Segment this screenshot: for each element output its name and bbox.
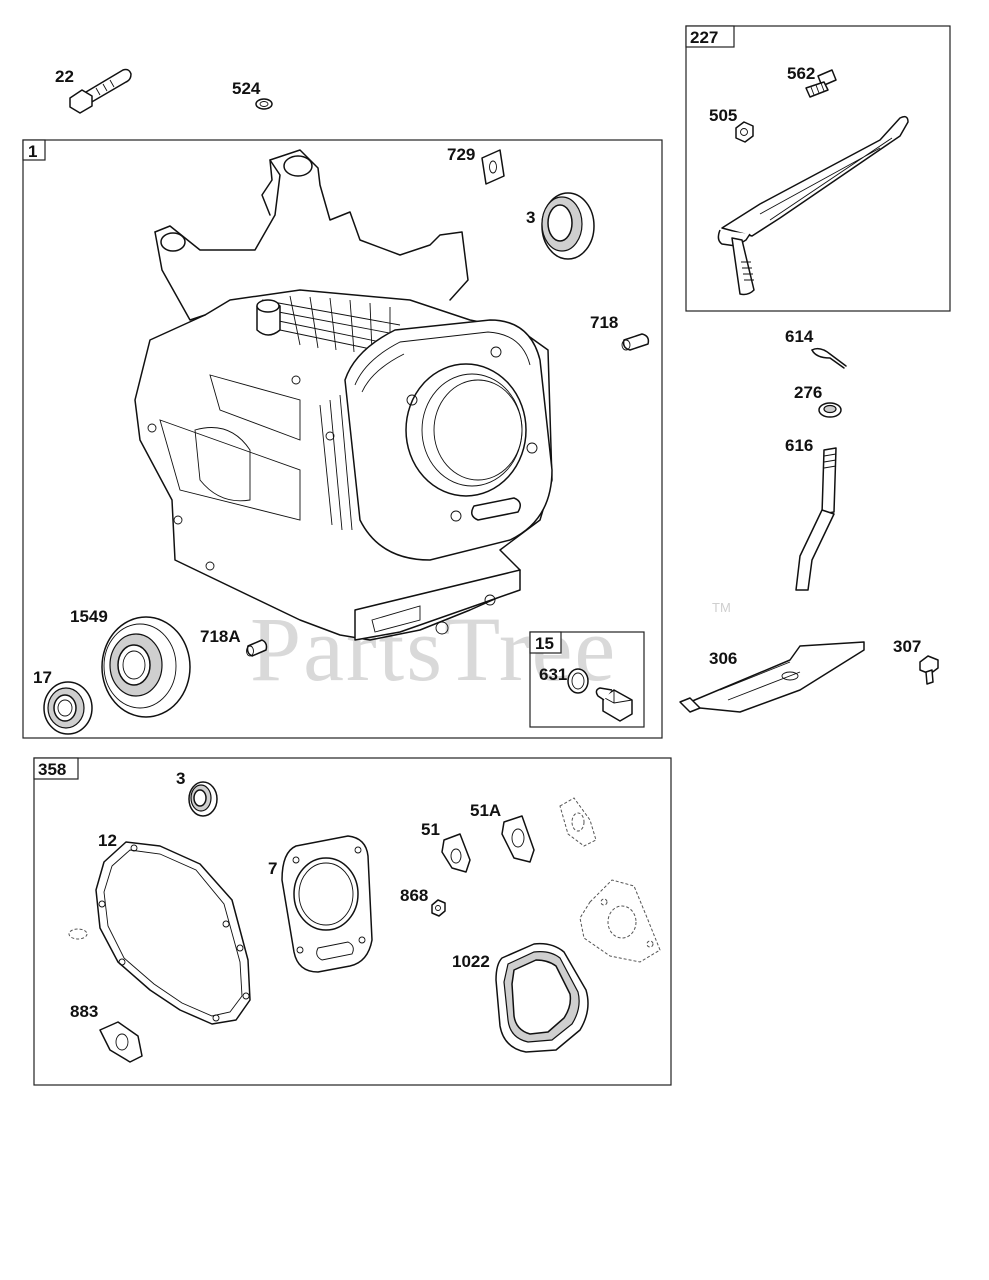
part-gasket-ring-outline xyxy=(68,928,88,940)
callout-524[interactable]: 524 xyxy=(232,79,261,98)
callout-307[interactable]: 307 xyxy=(893,637,921,656)
part-718-dowel-pin[interactable] xyxy=(621,333,650,351)
callout-718[interactable]: 718 xyxy=(590,313,618,332)
part-gasket-outline-lower xyxy=(579,879,661,963)
part-718a-dowel[interactable] xyxy=(246,639,268,657)
callout-505[interactable]: 505 xyxy=(709,106,737,125)
group-227-box: 227 xyxy=(685,25,951,312)
part-307-bolt[interactable] xyxy=(919,655,939,685)
part-17-bearing[interactable] xyxy=(43,681,93,735)
part-1022-cover-gasket[interactable] xyxy=(495,942,589,1053)
part-616-shaft[interactable] xyxy=(795,447,837,591)
group-227-label[interactable]: 227 xyxy=(690,28,718,47)
group-358-box: 358 xyxy=(33,757,672,1086)
part-12-crankcase-gasket[interactable] xyxy=(95,841,251,1025)
callout-17[interactable]: 17 xyxy=(33,668,52,687)
callout-3-gasket-set[interactable]: 3 xyxy=(176,769,185,788)
callout-1022[interactable]: 1022 xyxy=(452,952,490,971)
callout-718a[interactable]: 718A xyxy=(200,627,241,646)
part-15-drain-plug[interactable] xyxy=(595,687,633,722)
group-1-label[interactable]: 1 xyxy=(28,142,37,161)
part-1-cylinder-block[interactable] xyxy=(134,149,553,641)
part-614-pin[interactable] xyxy=(811,347,847,369)
part-1549-bearing[interactable] xyxy=(101,616,191,718)
callout-616[interactable]: 616 xyxy=(785,436,813,455)
callout-22[interactable]: 22 xyxy=(55,67,74,86)
callout-614[interactable]: 614 xyxy=(785,327,814,346)
callout-868[interactable]: 868 xyxy=(400,886,428,905)
callout-7[interactable]: 7 xyxy=(268,859,277,878)
part-868-nut[interactable] xyxy=(431,899,446,917)
part-3-seal-gasket-set[interactable] xyxy=(188,781,218,817)
part-562-screw[interactable] xyxy=(805,69,837,98)
part-729-plate[interactable] xyxy=(481,149,505,185)
part-276-bushing[interactable] xyxy=(818,402,842,418)
callout-276[interactable]: 276 xyxy=(794,383,822,402)
part-524-washer[interactable] xyxy=(255,98,273,110)
part-306-plate[interactable] xyxy=(679,641,865,713)
group-1-box: 1 xyxy=(22,139,663,739)
part-227-lever[interactable] xyxy=(717,115,909,296)
group-15-box: 15 xyxy=(529,631,645,728)
callout-12[interactable]: 12 xyxy=(98,831,117,850)
callout-51[interactable]: 51 xyxy=(421,820,440,839)
callout-562[interactable]: 562 xyxy=(787,64,815,83)
part-22-bolt[interactable] xyxy=(69,68,132,114)
callout-729[interactable]: 729 xyxy=(447,145,475,164)
callout-883[interactable]: 883 xyxy=(70,1002,98,1021)
callout-51a[interactable]: 51A xyxy=(470,801,501,820)
part-gasket-outline-upper xyxy=(559,797,597,847)
watermark-trademark: TM xyxy=(712,600,731,615)
part-3-oil-seal[interactable] xyxy=(541,192,595,260)
part-631-washer[interactable] xyxy=(567,668,589,694)
callout-306[interactable]: 306 xyxy=(709,649,737,668)
callout-1549[interactable]: 1549 xyxy=(70,607,108,626)
part-883-gasket[interactable] xyxy=(99,1021,143,1063)
group-15-label[interactable]: 15 xyxy=(535,634,554,653)
part-51-gasket[interactable] xyxy=(441,833,471,873)
callout-631[interactable]: 631 xyxy=(539,665,567,684)
part-505-nut[interactable] xyxy=(735,121,754,143)
callout-3-seal[interactable]: 3 xyxy=(526,208,535,227)
part-7-head-gasket[interactable] xyxy=(281,835,373,973)
part-51a-gasket[interactable] xyxy=(501,815,535,863)
group-358-label[interactable]: 358 xyxy=(38,760,66,779)
